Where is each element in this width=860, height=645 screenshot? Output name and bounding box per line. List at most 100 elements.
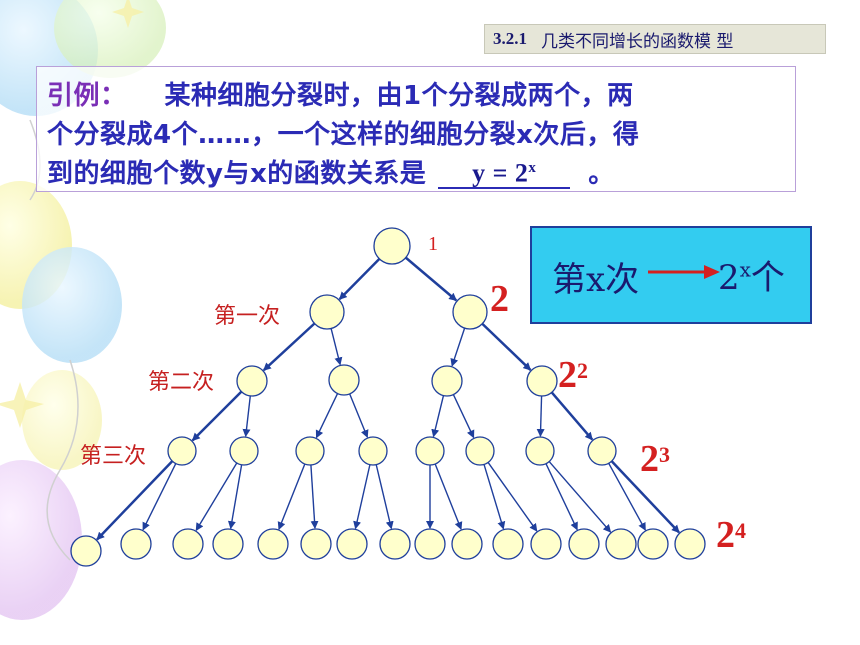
cell-node-25 xyxy=(492,528,524,560)
balloon-blue-2 xyxy=(22,247,122,363)
tree-edge-5 xyxy=(481,322,532,371)
count-level-3: 23 xyxy=(640,440,670,478)
star-shape-2 xyxy=(112,0,144,28)
cell-node-9 xyxy=(295,436,325,466)
tree-edge-10 xyxy=(431,395,445,438)
count-3-base: 2 xyxy=(640,438,659,480)
tree-edge-9 xyxy=(349,393,369,439)
example-line-3-text: 到的细胞个数y与x的函数关系是 xyxy=(47,159,427,189)
cell-node-10 xyxy=(358,436,388,466)
cell-node-19 xyxy=(257,528,289,560)
example-line-3: 到的细胞个数y与x的函数关系是 y = 2x 。 xyxy=(47,153,615,190)
example-line-1: 引例： 某种细胞分裂时，由1个分裂成两个，两 xyxy=(47,75,634,112)
tree-edge-7 xyxy=(242,395,251,438)
tree-edges xyxy=(96,256,680,541)
arrow-right-icon xyxy=(648,265,720,279)
cell-node-2 xyxy=(452,294,488,330)
cell-node-3 xyxy=(236,365,268,397)
tree-edge-16 xyxy=(195,462,238,532)
count-2-exp: 2 xyxy=(577,358,588,383)
level-label-3: 第三次 xyxy=(80,444,147,469)
legend-right-tail: 个 xyxy=(750,258,785,298)
star-shape xyxy=(0,382,44,428)
count-level-2: 22 xyxy=(558,356,588,394)
tree-edge-20 xyxy=(353,464,371,530)
cell-node-23 xyxy=(414,528,446,560)
cell-node-15 xyxy=(70,535,102,567)
cell-node-20 xyxy=(300,528,332,560)
tree-edge-19 xyxy=(310,464,319,530)
tree-edge-27 xyxy=(548,461,612,533)
tree-edge-11 xyxy=(452,394,475,439)
cell-node-28 xyxy=(605,528,637,560)
tree-edge-18 xyxy=(277,463,306,531)
answer-exponent: x xyxy=(528,160,537,177)
cell-node-13 xyxy=(525,436,555,466)
tree-edge-24 xyxy=(483,464,506,530)
level-label-1: 第一次 xyxy=(214,304,281,329)
cell-node-29 xyxy=(637,528,669,560)
example-line-1-text: 某种细胞分裂时，由1个分裂成两个，两 xyxy=(164,81,634,111)
balloon-purple xyxy=(0,460,82,620)
cell-node-5 xyxy=(431,365,463,397)
count-level-0: 1 xyxy=(428,233,438,256)
count-1-base: 2 xyxy=(490,278,509,320)
tree-edge-23 xyxy=(434,463,463,531)
tree-edge-17 xyxy=(227,464,243,530)
cell-node-12 xyxy=(465,436,495,466)
cell-node-6 xyxy=(526,365,558,397)
section-code: 3.2.1 xyxy=(493,29,527,48)
count-2-base: 2 xyxy=(558,354,577,396)
tree-edge-2 xyxy=(262,322,316,372)
tree-edge-1 xyxy=(404,256,458,302)
cell-node-17 xyxy=(172,528,204,560)
count-level-4: 24 xyxy=(716,516,746,554)
cell-node-1 xyxy=(309,294,345,330)
cell-node-27 xyxy=(568,528,600,560)
cell-node-11 xyxy=(415,436,445,466)
tree-edge-12 xyxy=(536,395,545,438)
legend-box: 第x次 2x个 xyxy=(530,226,812,324)
tree-edge-13 xyxy=(550,391,594,441)
tree-edge-3 xyxy=(330,328,343,366)
count-0-base: 1 xyxy=(428,233,438,255)
cell-node-18 xyxy=(212,528,244,560)
cell-node-30 xyxy=(674,528,706,560)
example-lead: 引例： xyxy=(47,81,127,111)
tree-edge-25 xyxy=(487,462,538,532)
answer-base: y = 2 xyxy=(472,159,529,188)
section-header: 3.2.1 几类不同增长的函数模 型 xyxy=(484,24,826,54)
count-4-exp: 4 xyxy=(735,518,746,543)
count-level-1: 2 xyxy=(490,280,509,318)
example-period: 。 xyxy=(588,159,615,189)
cell-node-14 xyxy=(587,436,617,466)
cell-node-24 xyxy=(451,528,483,560)
legend-right-text: 2x个 xyxy=(718,250,785,299)
cell-node-16 xyxy=(120,528,152,560)
cell-node-8 xyxy=(229,436,259,466)
tree-edge-4 xyxy=(450,327,466,367)
example-line-2: 个分裂成4个……，一个这样的细胞分裂x次后，得 xyxy=(47,120,640,150)
cell-node-0 xyxy=(373,227,411,265)
cell-node-7 xyxy=(167,436,197,466)
example-box: 引例： 某种细胞分裂时，由1个分裂成两个，两 个分裂成4个……，一个这样的细胞分裂… xyxy=(36,66,796,192)
balloon-yellow-2 xyxy=(22,370,102,470)
tree-edge-21 xyxy=(375,464,394,530)
tree-edge-15 xyxy=(142,463,177,531)
cell-node-21 xyxy=(336,528,368,560)
section-title: 几类不同增长的函数模 型 xyxy=(541,31,734,52)
tree-edge-29 xyxy=(610,460,680,534)
legend-left-text: 第x次 xyxy=(552,260,640,300)
tree-edge-0 xyxy=(338,257,381,301)
legend-right-base: 2 xyxy=(718,258,740,298)
count-3-exp: 3 xyxy=(659,442,670,467)
tree-edge-6 xyxy=(191,390,243,442)
balloon-green xyxy=(54,0,166,78)
legend-right-exp: x xyxy=(739,257,751,282)
tree-edge-26 xyxy=(545,463,578,531)
cell-node-4 xyxy=(328,364,360,396)
cell-node-22 xyxy=(379,528,411,560)
balloon-string xyxy=(46,359,79,561)
tree-edge-14 xyxy=(96,460,174,541)
